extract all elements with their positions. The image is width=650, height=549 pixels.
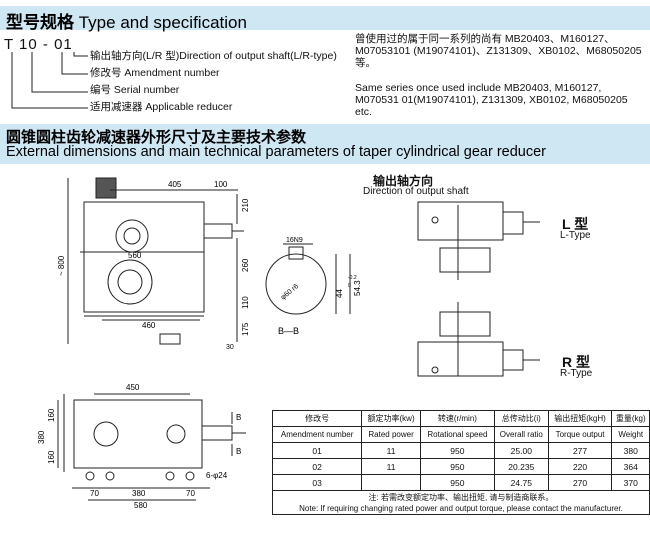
header-cn: 额定功率(kw) (361, 410, 421, 427)
dim-160-bottom: 160 (47, 450, 56, 464)
section-dimensions-header: 圆锥圆柱齿轮减速器外形尺寸及主要技术参数 External dimensions… (0, 124, 650, 164)
dim-450: 450 (126, 383, 140, 392)
table-cell: 24.75 (493, 474, 549, 491)
model-code: T 10 - 01 (4, 36, 73, 53)
dim-44-tol-upper: -0.2 (348, 275, 357, 281)
dim-405: 405 (168, 180, 182, 189)
section-type-spec-header: 型号规格 Type and specification (0, 6, 650, 32)
dim-460: 460 (142, 321, 156, 330)
table-cell: 02 (271, 458, 363, 475)
header-en: Overall ratio (493, 426, 549, 443)
header-cn: 修改号 (271, 410, 363, 427)
table-header-row-cn: 修改号 额定功率(kw) 转速(r/min) 总传动比(i) 输出扭矩(kgH)… (271, 410, 650, 427)
dim-800: ~ 800 (57, 255, 66, 276)
code-label-serial: 编号 Serial number (90, 84, 180, 96)
table-cell: 380 (611, 442, 650, 459)
dim-380-horizontal: 380 (132, 489, 146, 498)
front-view-drawing: 405 100 210 560 260 110 175 460 ~ 800 30 (57, 177, 250, 351)
table-note-en: Note: If requiring changing rated power … (299, 503, 623, 513)
dim-70-right: 70 (186, 489, 195, 498)
plan-view-drawing: 450 160 380 160 70 380 580 70 6-φ24 B B (37, 383, 246, 510)
dim-100: 100 (214, 180, 228, 189)
output-direction-cn: 输出轴方向 (373, 174, 434, 188)
table-cell: 270 (547, 474, 613, 491)
dim-175: 175 (241, 322, 250, 336)
dimensions-title-cn: 圆锥圆柱齿轮减速器外形尺寸及主要技术参数 (6, 129, 307, 146)
r-type-label-cn: R 型 (562, 354, 590, 370)
output-direction-drawing (417, 201, 540, 377)
dim-110: 110 (241, 296, 250, 309)
table-cell: 11 (361, 442, 421, 459)
table-cell: 950 (419, 442, 495, 459)
table-note-cn: 注: 若需改变额定功率、输出扭矩, 请与制造商联系。 (368, 492, 554, 502)
dim-380-vertical: 380 (37, 430, 46, 444)
header-en: Rated power (361, 426, 421, 443)
l-type-label-cn: L 型 (562, 216, 589, 232)
model-code-leaders (11, 52, 88, 109)
dimensions-title-en: External dimensions and main technical p… (6, 144, 546, 160)
output-direction-en: Direction of output shaft (363, 186, 469, 197)
table-header-row-en: Amendment number Rated power Rotational … (271, 426, 650, 443)
header-cn: 转速(r/min) (419, 410, 495, 427)
table-cell: 220 (547, 458, 613, 475)
dim-30: 30 (226, 344, 234, 351)
r-type-label-en: R-Type (560, 368, 593, 379)
section-mark-top: B (236, 413, 241, 422)
header-cn: 重量(kg) (611, 410, 650, 427)
table-cell: 11 (361, 458, 421, 475)
series-note-cn: 曾使用过的属于同一系列的尚有 MB20403、M160127、M07053101… (355, 33, 642, 70)
table-cell: 03 (271, 474, 363, 491)
table-cell: 950 (419, 458, 495, 475)
table-cell: 277 (547, 442, 613, 459)
dim-16n9: 16N9 (286, 237, 303, 244)
table-cell: 364 (611, 458, 650, 475)
dim-54-3: 54.3 (353, 280, 362, 296)
section-label: B—B (278, 326, 299, 336)
dim-580: 580 (134, 501, 148, 510)
table-note-row: 注: 若需改变额定功率、输出扭矩, 请与制造商联系。 Note: If requ… (272, 490, 650, 515)
header-cn: 总传动比(i) (493, 410, 549, 427)
table-note: 注: 若需改变额定功率、输出扭矩, 请与制造商联系。 Note: If requ… (272, 490, 650, 515)
dim-44: 44 (335, 289, 344, 298)
table-cell: 370 (611, 474, 650, 491)
table-row: 02 11 950 20.235 220 364 (271, 458, 650, 475)
code-label-reducer: 适用减速器 Applicable reducer (90, 101, 233, 113)
table-cell (361, 474, 421, 491)
dim-phi60: φ60 r6 (280, 283, 300, 302)
table-cell: 01 (271, 442, 363, 459)
series-note-en: Same series once used include MB20403, M… (355, 82, 628, 119)
code-label-direction: 输出轴方向(L/R 型)Direction of output shaft(L/… (90, 50, 337, 62)
dim-160-top: 160 (47, 408, 56, 422)
table-row: 03 950 24.75 270 370 (271, 474, 650, 491)
header-en: Weight (611, 426, 650, 443)
section-mark-bottom: B (236, 447, 241, 456)
dim-70-left: 70 (90, 489, 99, 498)
l-type-label-en: L-Type (560, 230, 591, 241)
code-label-amendment: 修改号 Amendment number (90, 67, 220, 79)
dim-44-tol-lower: 0 (348, 283, 351, 289)
section-title-en: Type and specification (78, 13, 247, 32)
table-row: 01 11 950 25.00 277 380 (271, 442, 650, 459)
section-title-cn: 型号规格 (6, 13, 74, 32)
table-cell: 20.235 (493, 458, 549, 475)
header-en: Torque output (547, 426, 613, 443)
header-cn: 输出扭矩(kgH) (547, 410, 613, 427)
dim-210: 210 (241, 198, 250, 212)
dim-6-phi24: 6-φ24 (206, 471, 228, 480)
dim-560: 560 (128, 251, 142, 260)
header-en: Rotational speed (419, 426, 495, 443)
spec-table: 修改号 额定功率(kw) 转速(r/min) 总传动比(i) 输出扭矩(kgH)… (271, 410, 650, 515)
table-cell: 25.00 (493, 442, 549, 459)
header-en: Amendment number (271, 426, 363, 443)
dim-260: 260 (241, 258, 250, 272)
table-cell: 950 (419, 474, 495, 491)
section-bb-drawing: 16N9 φ60 r6 44 -0.2 0 54.3 B—B (265, 237, 362, 336)
